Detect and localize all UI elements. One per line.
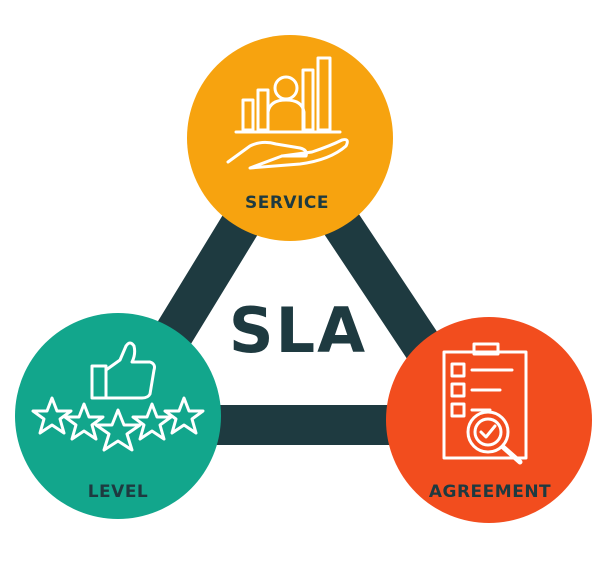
service-hand-chart-icon bbox=[226, 56, 349, 170]
triangle-frame bbox=[82, 107, 513, 445]
service-label: SERVICE bbox=[245, 193, 329, 213]
agreement-label: AGREEMENT bbox=[429, 482, 551, 502]
checklist-magnifier-icon bbox=[442, 342, 528, 465]
level-node: LEVEL bbox=[15, 313, 221, 519]
agreement-node: AGREEMENT bbox=[386, 317, 592, 523]
level-circle bbox=[15, 313, 221, 519]
service-circle bbox=[187, 35, 393, 241]
level-label: LEVEL bbox=[88, 482, 149, 502]
service-node: SERVICE bbox=[187, 35, 393, 241]
thumbs-up-stars-icon bbox=[31, 341, 205, 452]
center-title: SLA bbox=[229, 294, 367, 367]
